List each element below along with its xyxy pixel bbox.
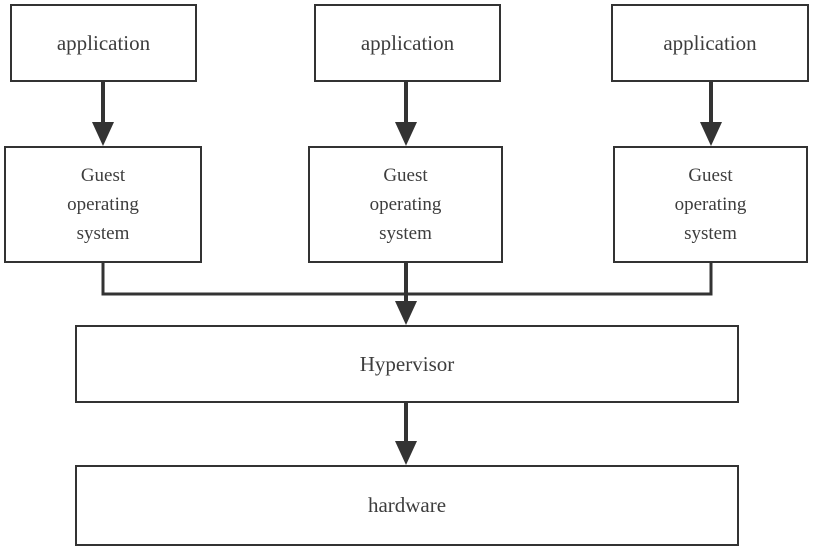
guest-os-label-2: Guest operating system	[369, 165, 442, 244]
hypervisor-to-hardware-arrow	[395, 402, 417, 465]
guest-os-box-2: Guest operating system	[308, 146, 503, 263]
application-box-3: application	[611, 4, 809, 82]
guest-os-label-3: Guest operating system	[674, 165, 747, 244]
app-to-os-arrows	[92, 81, 722, 146]
hypervisor-box: Hypervisor	[75, 325, 739, 403]
hardware-box: hardware	[75, 465, 739, 546]
arrowhead-hypervisor	[395, 301, 417, 325]
guest-os-box-3: Guest operating system	[613, 146, 808, 263]
os-to-hypervisor-bus	[101, 262, 713, 325]
application-label-1: application	[56, 30, 151, 55]
guest-os-label-1: Guest operating system	[67, 165, 139, 244]
application-label-2: application	[360, 30, 455, 55]
arrowhead-hardware	[395, 441, 417, 465]
application-box-1: application	[10, 4, 197, 82]
arrowhead-os2	[395, 122, 417, 146]
arrowhead-os1	[92, 122, 114, 146]
arrowhead-os3	[700, 122, 722, 146]
application-label-3: application	[663, 30, 757, 55]
application-box-2: application	[314, 4, 501, 82]
hardware-label: hardware	[367, 493, 447, 517]
guest-os-box-1: Guest operating system	[4, 146, 202, 263]
hypervisor-label: Hypervisor	[359, 351, 455, 376]
